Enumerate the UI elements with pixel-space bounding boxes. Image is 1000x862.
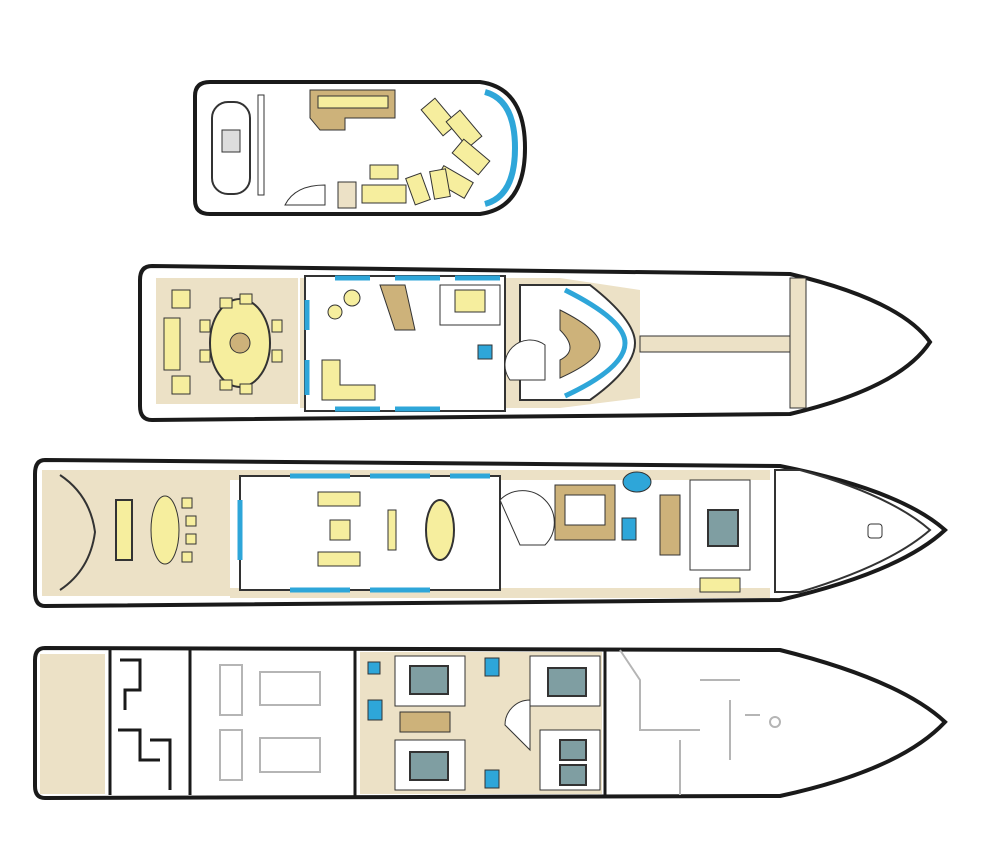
spiral-stair [499, 490, 555, 546]
sun-deck [193, 80, 528, 216]
foredeck-walkway [639, 335, 806, 353]
bar-unit [379, 284, 416, 331]
captain-bed [454, 289, 486, 313]
salon-windows [237, 473, 490, 593]
main-deck [33, 457, 948, 609]
master-bed [707, 509, 739, 547]
twin-bunks [399, 711, 451, 733]
tender-console [221, 129, 241, 153]
sofa [317, 491, 361, 507]
aft-sofa [163, 317, 181, 371]
davit-crane [257, 94, 265, 196]
shower [477, 344, 493, 360]
sofa [361, 184, 407, 204]
main-salon [239, 475, 501, 591]
spiral-stair [504, 339, 546, 381]
master-sofa [699, 577, 741, 593]
guest-beds [409, 665, 587, 786]
table-ornament [229, 332, 251, 354]
crew-walls [108, 650, 607, 796]
spiral-stair [504, 699, 531, 752]
bathtub [622, 471, 652, 493]
lounge-sofa [321, 359, 376, 401]
lower-deck [33, 645, 948, 801]
swim-platform-step [59, 474, 97, 591]
armchair [171, 289, 191, 309]
forepeak [774, 469, 932, 593]
engines [219, 664, 321, 781]
swim-platform [40, 654, 105, 794]
aft-dining-table [150, 495, 180, 565]
aft-chairs [181, 497, 197, 563]
bar-top [317, 95, 389, 109]
dining-chairs [199, 293, 283, 395]
galley-counter [564, 494, 606, 526]
salon-dining-table [425, 499, 455, 561]
aft-deck-area [42, 470, 230, 596]
mast [789, 277, 807, 409]
helm-console [559, 309, 601, 379]
sun-deck-glass-bulwark [484, 89, 519, 207]
showers [367, 657, 500, 789]
crew-quarters-walls [619, 649, 781, 795]
armchair [171, 375, 191, 395]
sideboard [387, 509, 397, 551]
bridge-deck [138, 263, 933, 423]
sun-loungers [405, 97, 491, 206]
wardrobe [659, 494, 681, 556]
coffee-table [369, 164, 399, 180]
shower [621, 517, 637, 541]
armchair-round [327, 304, 343, 320]
aft-sofa [115, 499, 133, 561]
wheelhouse-windows [563, 287, 628, 399]
coffee-table [329, 519, 351, 541]
bridge-windows [304, 275, 500, 412]
forepeak-hatch [867, 523, 883, 539]
stair [284, 184, 326, 206]
armchair-round [343, 289, 361, 307]
sofa [317, 551, 361, 567]
day-head [337, 181, 357, 209]
